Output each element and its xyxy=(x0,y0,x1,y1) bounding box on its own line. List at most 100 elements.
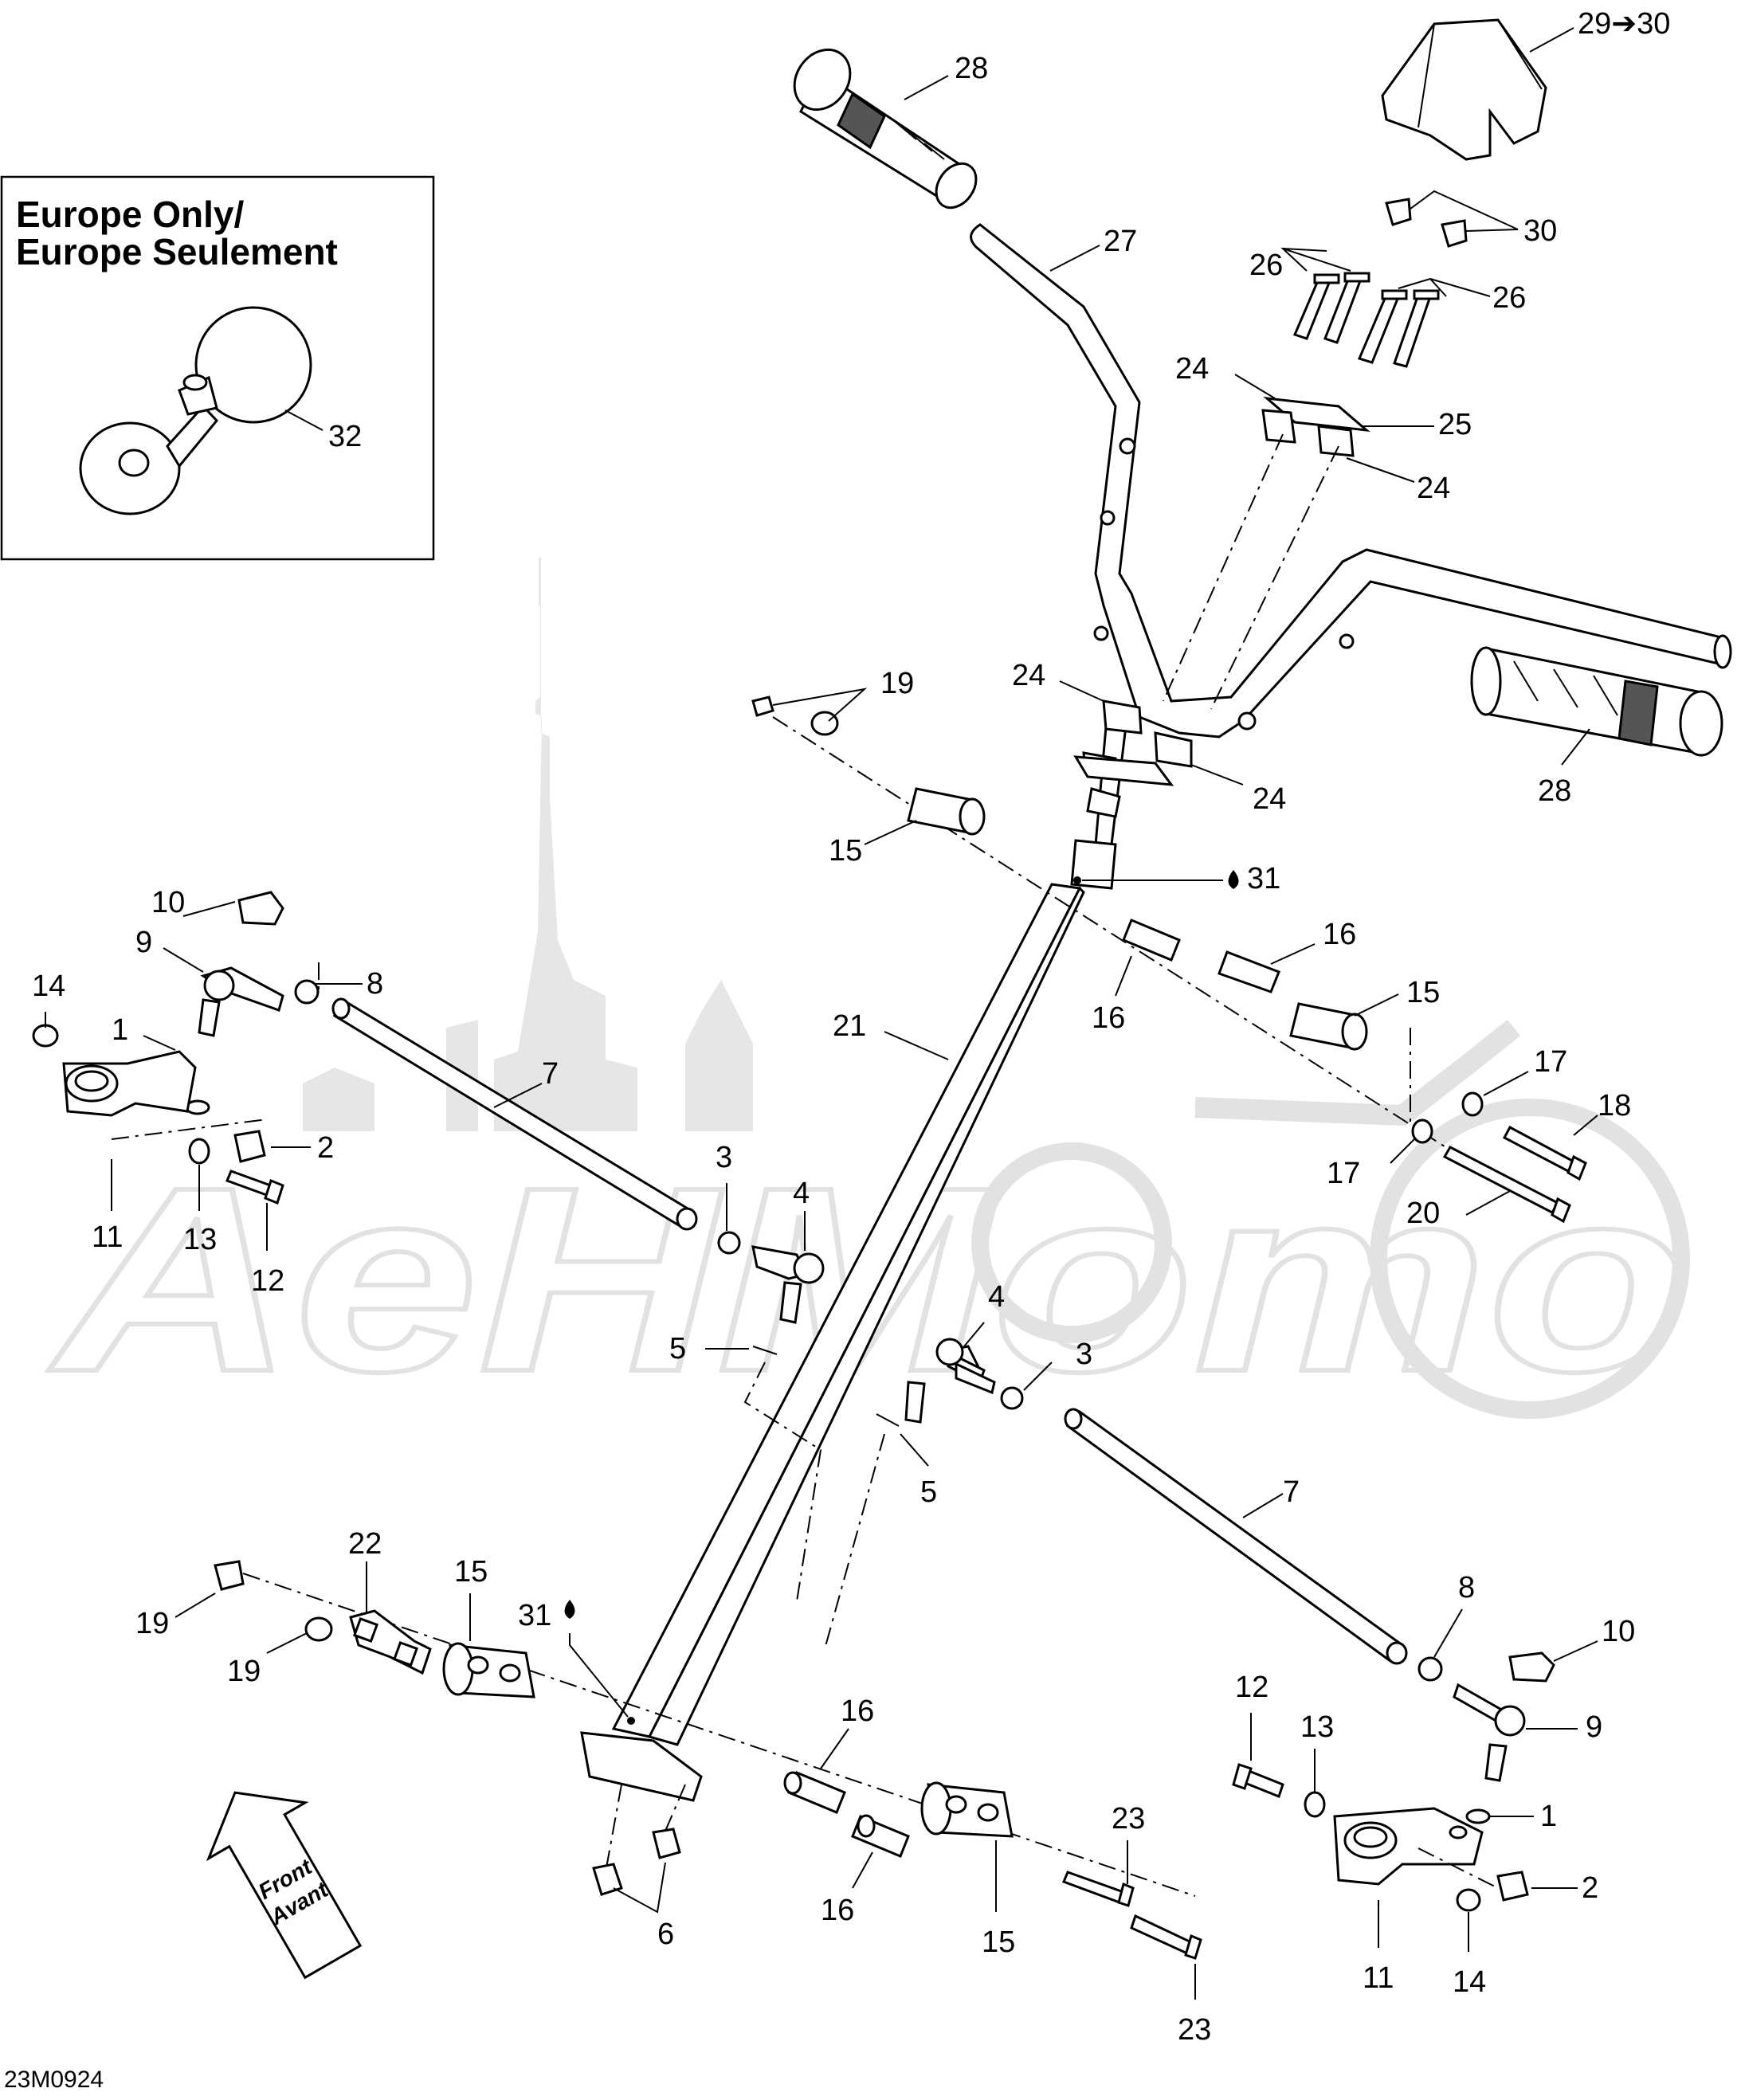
label-washer13-right: 13 xyxy=(1300,1710,1334,1744)
label-nut-left: 14 xyxy=(32,970,65,1003)
lower-nuts xyxy=(592,1828,681,1896)
europe-inset: Europe Only/ Europe Seulement 32 xyxy=(0,175,435,561)
lower-mount-nuts xyxy=(214,1560,333,1642)
upper-mount-nuts xyxy=(751,695,839,736)
label-clamp-top-left: 24 xyxy=(1175,352,1209,386)
label-bolt23-b: 23 xyxy=(1178,2013,1211,2047)
label-clamp-top-right: 24 xyxy=(1417,472,1450,505)
lower-bushing-right xyxy=(920,1781,1014,1838)
label-nut-top: 19 xyxy=(880,667,914,700)
label-end4-left: 4 xyxy=(793,1177,810,1210)
lower-spacers xyxy=(783,1771,910,1858)
label-tierod-left: 7 xyxy=(542,1057,559,1091)
label-arm-left: 11 xyxy=(92,1220,123,1254)
label-bushing-top-left: 15 xyxy=(829,834,862,868)
left-arm-hardware xyxy=(188,1130,284,1205)
right-arm-nuts xyxy=(1456,1871,1529,1912)
label-nut19-b: 19 xyxy=(227,1655,261,1688)
right-arm-hardware xyxy=(1232,1763,1326,1818)
label-balljoint-right: 9 xyxy=(1586,1710,1602,1744)
upper-washers xyxy=(1411,1091,1484,1144)
label-spacer-low-a: 16 xyxy=(841,1694,874,1728)
label-spacer-top-right: 16 xyxy=(1323,918,1356,951)
upper-spacers xyxy=(1122,919,1280,993)
left-rod-end-hardware xyxy=(717,1231,825,1355)
label-nut2-right: 2 xyxy=(1582,1871,1598,1905)
label-washer-right: 1 xyxy=(1540,1800,1557,1833)
label-clamp-low-left: 24 xyxy=(1012,659,1045,692)
label-jamnut-left: 8 xyxy=(367,967,383,1001)
label-handlebar: 27 xyxy=(1104,225,1137,258)
handlebar-pad xyxy=(1381,18,1547,161)
label-bolt12-right: 12 xyxy=(1235,1671,1268,1704)
label-nut2-left: 2 xyxy=(317,1131,334,1165)
label-bushing-low-left: 15 xyxy=(454,1555,488,1589)
upper-bushing-left xyxy=(907,787,986,836)
front-direction-arrow: Front Avant xyxy=(206,1791,363,1980)
grease-icon-low xyxy=(564,1600,575,1619)
clamp-screws xyxy=(1292,272,1440,368)
label-spacer-low-b: 16 xyxy=(821,1894,854,1927)
inset-title-line1: Europe Only/ xyxy=(16,194,244,235)
label-bushing-low-right: 15 xyxy=(982,1926,1015,1959)
label-plate22: 22 xyxy=(348,1527,382,1561)
label-end4-right: 4 xyxy=(988,1280,1005,1314)
label-bolt12-left: 12 xyxy=(251,1264,284,1298)
handlebar-grip-top xyxy=(793,48,978,210)
handlebar-grip-right xyxy=(1470,646,1723,757)
label-nut-right: 14 xyxy=(1453,1965,1486,1999)
right-tie-rod xyxy=(1064,1408,1408,1665)
label-clamp-low-right: 24 xyxy=(1253,782,1286,816)
upper-bushing-right xyxy=(1289,1002,1368,1051)
upper-bolts xyxy=(1442,1125,1587,1224)
label-washer-top-a: 17 xyxy=(1534,1045,1567,1079)
inset-title-line2: Europe Seulement xyxy=(16,231,338,272)
label-nut19-a: 19 xyxy=(135,1607,169,1640)
label-nut6: 6 xyxy=(657,1918,674,1951)
label-washer-left: 1 xyxy=(112,1013,128,1047)
label-cap-left: 10 xyxy=(151,886,185,919)
label-column: 21 xyxy=(833,1009,866,1043)
lower-bolts xyxy=(1062,1871,1202,1960)
label-plate: 25 xyxy=(1438,408,1472,441)
upper-clamps xyxy=(1261,396,1370,457)
label-arm-right: 11 xyxy=(1363,1961,1394,1995)
label-screw-left: 26 xyxy=(1249,249,1283,282)
label-bolt23-a: 23 xyxy=(1112,1802,1145,1836)
grease-icon-top xyxy=(1228,870,1239,889)
label-clip5-right: 5 xyxy=(920,1475,937,1509)
label-washer13-left: 13 xyxy=(183,1223,217,1256)
right-steering-arm xyxy=(1333,1807,1484,1886)
diagram-code: 23M0924 xyxy=(4,2067,104,2093)
right-rod-end-hardware xyxy=(876,1338,1024,1427)
left-steering-arm xyxy=(32,1024,197,1117)
label-spacer-top-left: 16 xyxy=(1092,1001,1125,1035)
label-clip5-left: 5 xyxy=(669,1332,686,1365)
label-screw-right: 26 xyxy=(1492,281,1526,315)
left-tie-rod xyxy=(331,997,698,1231)
label-jam3-left: 3 xyxy=(716,1141,732,1174)
label-jamnut-right: 8 xyxy=(1458,1571,1475,1604)
lower-clamps xyxy=(1073,699,1193,786)
label-balljoint-left: 9 xyxy=(135,926,152,959)
label-grease-low: 31 xyxy=(518,1599,551,1632)
label-jam3-right: 3 xyxy=(1076,1338,1092,1371)
left-tie-rod-ends xyxy=(185,891,320,1115)
lower-bushing-left xyxy=(442,1642,535,1698)
label-horn: 32 xyxy=(328,420,362,453)
steering-plate xyxy=(349,1609,432,1675)
right-tie-rod-ends xyxy=(1418,1651,1555,1824)
label-pad: 29➔30 xyxy=(1578,7,1670,41)
label-grip-top: 28 xyxy=(955,52,988,85)
pad-clip-icons xyxy=(1385,198,1468,248)
label-tierod-right: 7 xyxy=(1283,1475,1300,1509)
label-grip-right: 28 xyxy=(1538,774,1571,808)
label-clip: 30 xyxy=(1523,214,1557,248)
label-grease-top: 31 xyxy=(1247,862,1280,895)
label-bolt-top-long: 20 xyxy=(1406,1197,1440,1230)
label-bushing-top-right: 15 xyxy=(1406,976,1440,1009)
label-bolt-top: 18 xyxy=(1598,1089,1631,1122)
horn-icon xyxy=(79,306,312,515)
label-cap-right: 10 xyxy=(1602,1615,1635,1648)
